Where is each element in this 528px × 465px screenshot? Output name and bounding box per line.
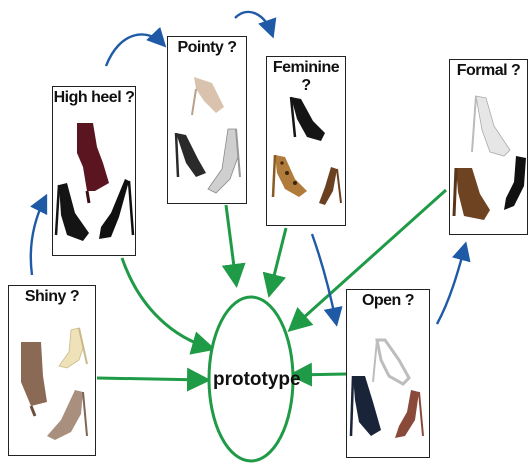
arrow-pointy-to-feminine: [235, 12, 272, 34]
arrow-open-to-formal: [437, 246, 465, 324]
arrow-open-to-prototype: [294, 374, 346, 375]
card-feminine: Feminine ?: [266, 56, 346, 226]
card-pointy: Pointy ?: [167, 36, 247, 204]
arrow-feminine-to-prototype: [270, 228, 286, 292]
high-heel-shoe-images: [53, 87, 137, 257]
arrow-shiny-to-prototype: [97, 378, 205, 380]
feminine-shoe-images: [267, 57, 347, 227]
card-formal: Formal ?: [449, 59, 528, 235]
card-open: Open ?: [346, 289, 430, 458]
formal-shoe-images: [450, 60, 528, 236]
card-high-heel: High heel ?: [52, 86, 136, 256]
card-shiny: Shiny ?: [8, 285, 96, 456]
prototype-label: prototype: [213, 369, 301, 391]
arrow-high-heel-to-prototype: [122, 258, 210, 348]
arrow-shiny-to-high-heel: [31, 198, 45, 275]
open-shoe-images: [347, 290, 431, 459]
arrow-high-heel-to-pointy: [106, 34, 163, 66]
pointy-shoe-images: [168, 37, 248, 205]
arrow-pointy-to-prototype: [226, 205, 236, 282]
shiny-shoe-images: [9, 286, 97, 457]
